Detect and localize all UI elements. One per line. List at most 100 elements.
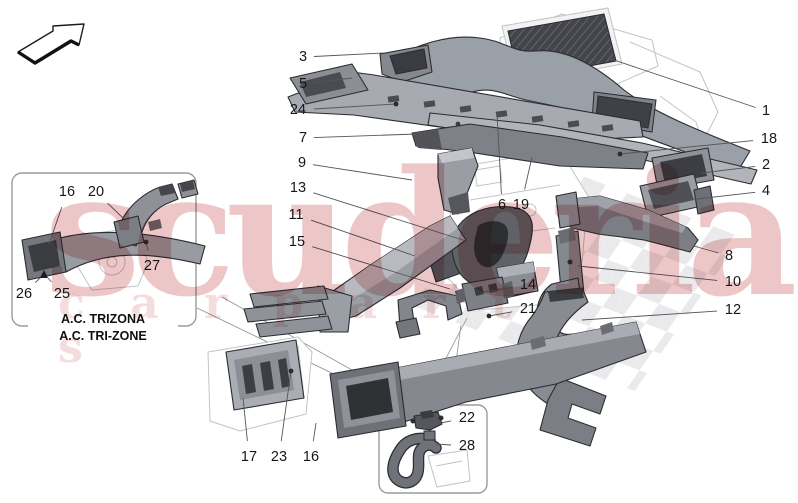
callout-4[interactable]: 4 [762, 183, 770, 199]
callout-25[interactable]: 25 [54, 286, 70, 302]
leader-line-21 [488, 311, 513, 317]
leader-line-8 [693, 245, 719, 254]
callout-11[interactable]: 11 [288, 207, 303, 223]
leader-line-16 [48, 206, 63, 245]
callout-9[interactable]: 9 [298, 155, 306, 171]
sensor-body [413, 411, 443, 431]
callout-13[interactable]: 13 [290, 180, 306, 196]
callout-8[interactable]: 8 [725, 248, 733, 264]
bezel-slat-2 [260, 361, 274, 391]
leader-line-13 [313, 192, 467, 242]
callout-labels: 1234567891011121314151617181920212223242… [16, 49, 777, 465]
fork-prong-3 [255, 315, 333, 338]
leader-line-25 [47, 277, 52, 283]
screw-marker-icon [288, 368, 294, 374]
callout-28[interactable]: 28 [459, 438, 475, 454]
part-hose-28 [387, 430, 442, 489]
bracket-10-tab [558, 227, 576, 244]
duct-16-top [396, 322, 640, 380]
callout-14[interactable]: 14 [520, 277, 536, 293]
leader-line-16 [312, 422, 317, 442]
fastener-markers [40, 101, 623, 374]
variant-note-line1: A.C. TRIZONA [60, 312, 146, 326]
u-duct-prong [395, 317, 421, 339]
part-duct-8 [555, 191, 699, 253]
floor-duct-top [322, 216, 458, 308]
part-duct-16-left [21, 231, 206, 281]
screw-marker-icon [486, 313, 492, 319]
sensor-ear-left [410, 418, 416, 424]
callout-7[interactable]: 7 [299, 130, 307, 146]
callout-19[interactable]: 19 [513, 197, 529, 213]
callout-16[interactable]: 16 [59, 184, 75, 200]
demister-duct-body [389, 36, 751, 172]
duct-9-top [438, 148, 474, 163]
clip-marker-icon [40, 270, 48, 278]
duct-16L-opening [28, 240, 60, 272]
leader-line-17 [242, 397, 248, 442]
part-u-duct-15 [395, 289, 463, 339]
bracket-14-tab-left [455, 288, 466, 304]
part-floor-duct-11 [243, 215, 467, 338]
callout-26[interactable]: 26 [16, 286, 32, 302]
callout-12[interactable]: 12 [725, 302, 741, 318]
callout-15[interactable]: 15 [289, 234, 305, 250]
callout-3[interactable]: 3 [299, 49, 307, 65]
bezel-slat-3 [278, 358, 290, 388]
leader-line-12 [581, 310, 718, 321]
sensor-ear-right [438, 415, 444, 421]
part-vent-4 [639, 173, 715, 219]
duct-20-head [113, 215, 145, 249]
duct-20-flange [148, 219, 162, 231]
duct-20-prong-opening-2 [180, 181, 195, 192]
leader-line-9 [312, 164, 413, 181]
callout-18[interactable]: 18 [761, 131, 777, 147]
callout-16[interactable]: 16 [303, 449, 319, 465]
callout-22[interactable]: 22 [459, 410, 475, 426]
callout-10[interactable]: 10 [725, 274, 741, 290]
callout-17[interactable]: 17 [241, 449, 257, 465]
drain-bracket-outline [427, 449, 471, 488]
leader-line-2 [701, 165, 756, 174]
leader-line-4 [661, 191, 756, 204]
variant-note: A.C. TRIZONA A.C. TRI-ZONE [28, 311, 178, 345]
part-vent-bezel-17 [225, 339, 305, 411]
leader-line-15 [312, 246, 451, 290]
leader-line-23 [280, 370, 292, 442]
screw-marker-icon [393, 101, 399, 107]
callout-27[interactable]: 27 [144, 258, 160, 274]
bracket-14-hole-1 [474, 286, 484, 296]
rear-duct-opening [548, 288, 584, 302]
hose-body [388, 433, 441, 488]
callout-1[interactable]: 1 [762, 103, 770, 119]
leader-line-28 [435, 443, 452, 446]
callout-21[interactable]: 21 [520, 301, 536, 317]
callout-6[interactable]: 6 [498, 197, 506, 213]
duct-16-tab-1 [530, 336, 546, 350]
bracket-14-tab-right [502, 281, 514, 299]
vent-2-opening [660, 154, 707, 184]
callout-5[interactable]: 5 [299, 76, 307, 92]
duct-16-vent-opening [346, 378, 393, 420]
fork-prong-2 [243, 300, 327, 323]
callout-2[interactable]: 2 [762, 157, 770, 173]
box-duct-top [497, 262, 535, 278]
vent-4-grille [648, 181, 694, 209]
y-duct-opening [474, 221, 509, 268]
callout-24[interactable]: 24 [290, 102, 306, 118]
rear-duct-fork [539, 377, 607, 447]
callout-20[interactable]: 20 [88, 184, 104, 200]
rail-head-opening [300, 72, 346, 97]
leader-line-18 [619, 140, 754, 155]
part-defroster-rail [287, 63, 644, 142]
duct-7-end [412, 129, 442, 150]
vent-4-bracket [693, 185, 715, 215]
part-duct-9 [437, 147, 479, 215]
leader-lines [34, 52, 756, 446]
leader-line-1 [607, 57, 756, 108]
callout-23[interactable]: 23 [271, 449, 287, 465]
drain-bracket-outline-detail [435, 460, 463, 467]
leader-line-22 [439, 420, 452, 424]
